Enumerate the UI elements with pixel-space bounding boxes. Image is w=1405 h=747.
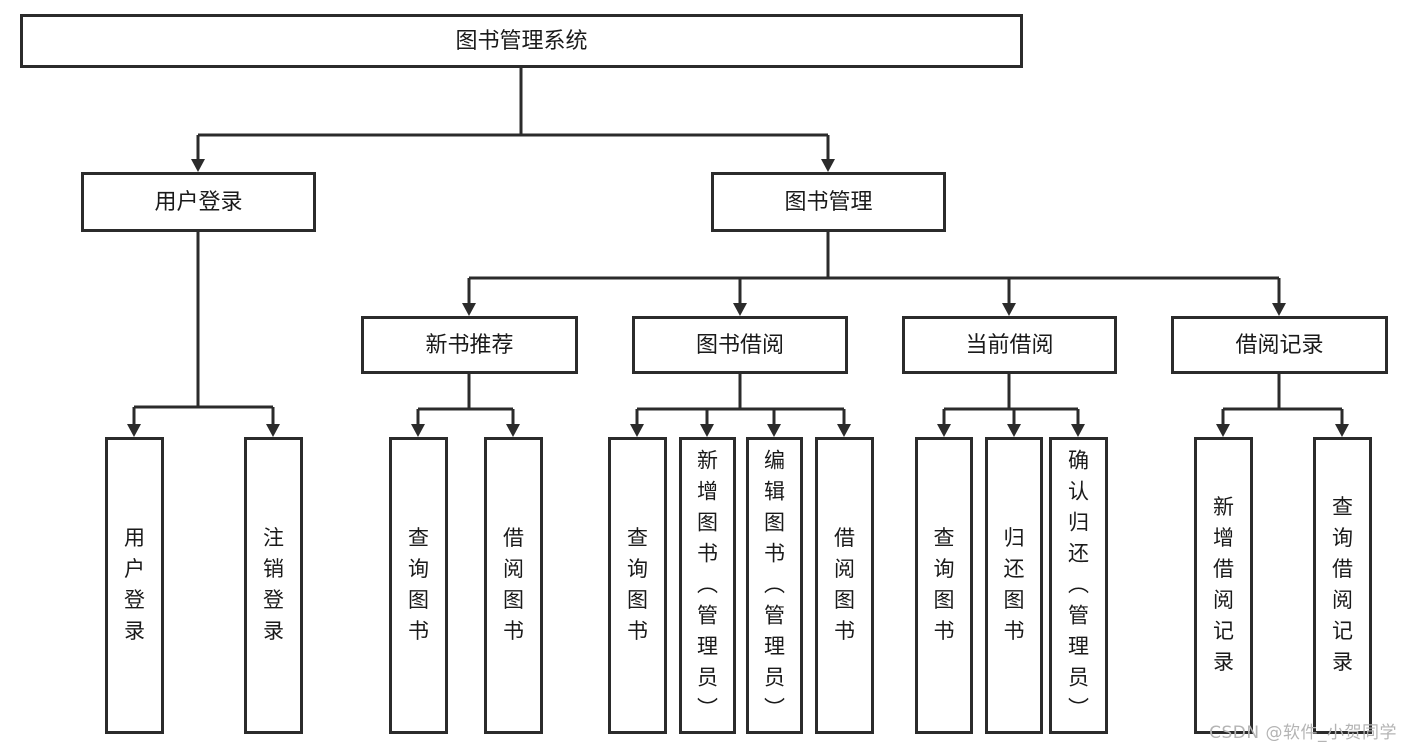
node-label: 图书借阅 [696, 333, 784, 358]
node-leaf-borrow-book-rec[interactable]: 借阅图书 [484, 437, 543, 734]
node-box [81, 172, 316, 232]
node-label: 用户登录 [154, 190, 242, 215]
node-label: 注销登录 [263, 526, 284, 643]
node-label: 新书推荐 [425, 333, 513, 358]
node-new-book-recommend[interactable]: 新书推荐 [361, 316, 578, 374]
node-user-login[interactable]: 用户登录 [81, 172, 316, 232]
node-leaf-return-book[interactable]: 归还图书 [985, 437, 1043, 734]
arrow-head-icon [191, 159, 205, 172]
node-book-manage[interactable]: 图书管理 [711, 172, 946, 232]
node-leaf-confirm-return[interactable]: 确认归还︵管理员︶ [1049, 437, 1108, 734]
connector-current-borrow [937, 374, 1085, 437]
node-leaf-borrow-book[interactable]: 借阅图书 [815, 437, 874, 734]
node-box [746, 437, 803, 734]
arrow-head-icon [1335, 424, 1349, 437]
arrow-head-icon [127, 424, 141, 437]
node-label: 归还图书 [1004, 526, 1025, 643]
connector-borrow-record [1216, 374, 1349, 437]
arrow-head-icon [767, 424, 781, 437]
node-leaf-add-book[interactable]: 新增图书︵管理员︶ [679, 437, 736, 734]
node-borrow-record[interactable]: 借阅记录 [1171, 316, 1388, 374]
connector-book-manage [462, 232, 1286, 316]
node-label: 当前借阅 [965, 333, 1053, 358]
connector-new-book-recommend [411, 374, 520, 437]
arrow-head-icon [837, 424, 851, 437]
arrow-head-icon [700, 424, 714, 437]
node-leaf-user-login[interactable]: 用户登录 [105, 437, 164, 734]
node-label: 用户登录 [124, 526, 145, 643]
arrow-head-icon [1002, 303, 1016, 316]
node-label: 确认归还︵管理员︶ [1068, 449, 1089, 721]
arrow-head-icon [937, 424, 951, 437]
node-leaf-query-borrow-record[interactable]: 查询借阅记录 [1313, 437, 1372, 734]
node-leaf-logout[interactable]: 注销登录 [244, 437, 303, 734]
node-label: 借阅图书 [834, 526, 855, 643]
arrow-head-icon [1007, 424, 1021, 437]
node-label: 新增图书︵管理员︶ [697, 449, 718, 721]
node-box [484, 437, 543, 734]
node-book-borrow[interactable]: 图书借阅 [632, 316, 848, 374]
node-box [361, 316, 578, 374]
node-label: 查询借阅记录 [1332, 495, 1353, 674]
arrow-head-icon [411, 424, 425, 437]
node-label: 查询图书 [408, 526, 429, 643]
node-box [105, 437, 164, 734]
node-root[interactable]: 图书管理系统 [20, 14, 1023, 68]
connector-layer [127, 68, 1349, 437]
node-label: 查询图书 [627, 526, 648, 643]
node-leaf-query-book-rec[interactable]: 查询图书 [389, 437, 448, 734]
arrow-head-icon [630, 424, 644, 437]
node-label: 查询图书 [934, 526, 955, 643]
node-leaf-query-book-borrow[interactable]: 查询图书 [608, 437, 667, 734]
arrow-head-icon [266, 424, 280, 437]
node-label: 图书管理 [784, 190, 872, 215]
arrow-head-icon [821, 159, 835, 172]
node-box [985, 437, 1043, 734]
node-box [902, 316, 1117, 374]
node-current-borrow[interactable]: 当前借阅 [902, 316, 1117, 374]
node-label: 借阅记录 [1235, 333, 1323, 358]
node-box [389, 437, 448, 734]
node-box [679, 437, 736, 734]
node-label: 图书管理系统 [455, 29, 587, 54]
arrow-head-icon [462, 303, 476, 316]
connector-book-borrow [630, 374, 851, 437]
node-box [711, 172, 946, 232]
node-label: 借阅图书 [503, 526, 524, 643]
node-leaf-edit-book[interactable]: 编辑图书︵管理员︶ [746, 437, 803, 734]
connector-user-login [127, 232, 280, 437]
node-box [608, 437, 667, 734]
arrow-head-icon [1216, 424, 1230, 437]
connector-root [191, 68, 835, 172]
node-box [1313, 437, 1372, 734]
arrow-head-icon [1071, 424, 1085, 437]
node-box [815, 437, 874, 734]
node-box [915, 437, 973, 734]
node-box [632, 316, 848, 374]
node-leaf-add-borrow-record[interactable]: 新增借阅记录 [1194, 437, 1253, 734]
node-label: 编辑图书︵管理员︶ [764, 449, 785, 721]
node-box [1049, 437, 1108, 734]
node-box [1194, 437, 1253, 734]
node-box [20, 14, 1023, 68]
node-box [244, 437, 303, 734]
arrow-head-icon [506, 424, 520, 437]
arrow-head-icon [1272, 303, 1286, 316]
node-leaf-query-book-current[interactable]: 查询图书 [915, 437, 973, 734]
arrow-head-icon [733, 303, 747, 316]
node-label: 新增借阅记录 [1213, 495, 1234, 674]
node-box [1171, 316, 1388, 374]
